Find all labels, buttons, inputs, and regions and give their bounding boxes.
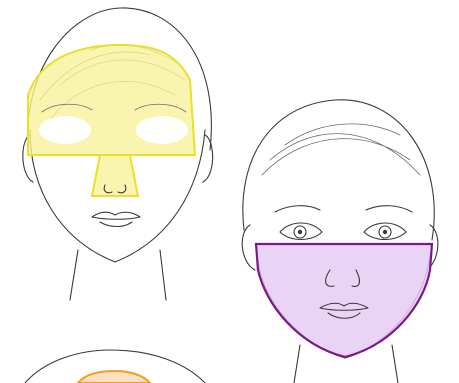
- face-2-head-outline: [243, 100, 434, 240]
- face-2-neck-left: [294, 345, 300, 383]
- face-1-zone-nose-bridge: [92, 155, 138, 196]
- face-3: [25, 350, 205, 383]
- face-1-neck-left: [70, 250, 78, 300]
- face-2-right-eye: [364, 223, 406, 240]
- face-1-left-eye-cutout: [39, 116, 91, 144]
- face-1-neck-right: [160, 250, 166, 300]
- face-2-neck-right: [392, 345, 398, 383]
- face-3-zone-top-of-head: [78, 371, 150, 383]
- face-2-left-brow: [275, 206, 320, 212]
- face-2-hair: [262, 124, 420, 175]
- face-2-right-brow: [366, 206, 412, 212]
- face-2-zone-lower-face: [256, 244, 432, 357]
- face-1-mouth: [92, 212, 140, 219]
- face-2-left-eye: [280, 223, 322, 240]
- face-1: [23, 8, 213, 300]
- face-1-lower-lip: [100, 222, 132, 227]
- face-2-left-ear: [242, 225, 255, 270]
- face-2: [242, 100, 438, 383]
- face-1-right-eye-cutout: [136, 116, 188, 144]
